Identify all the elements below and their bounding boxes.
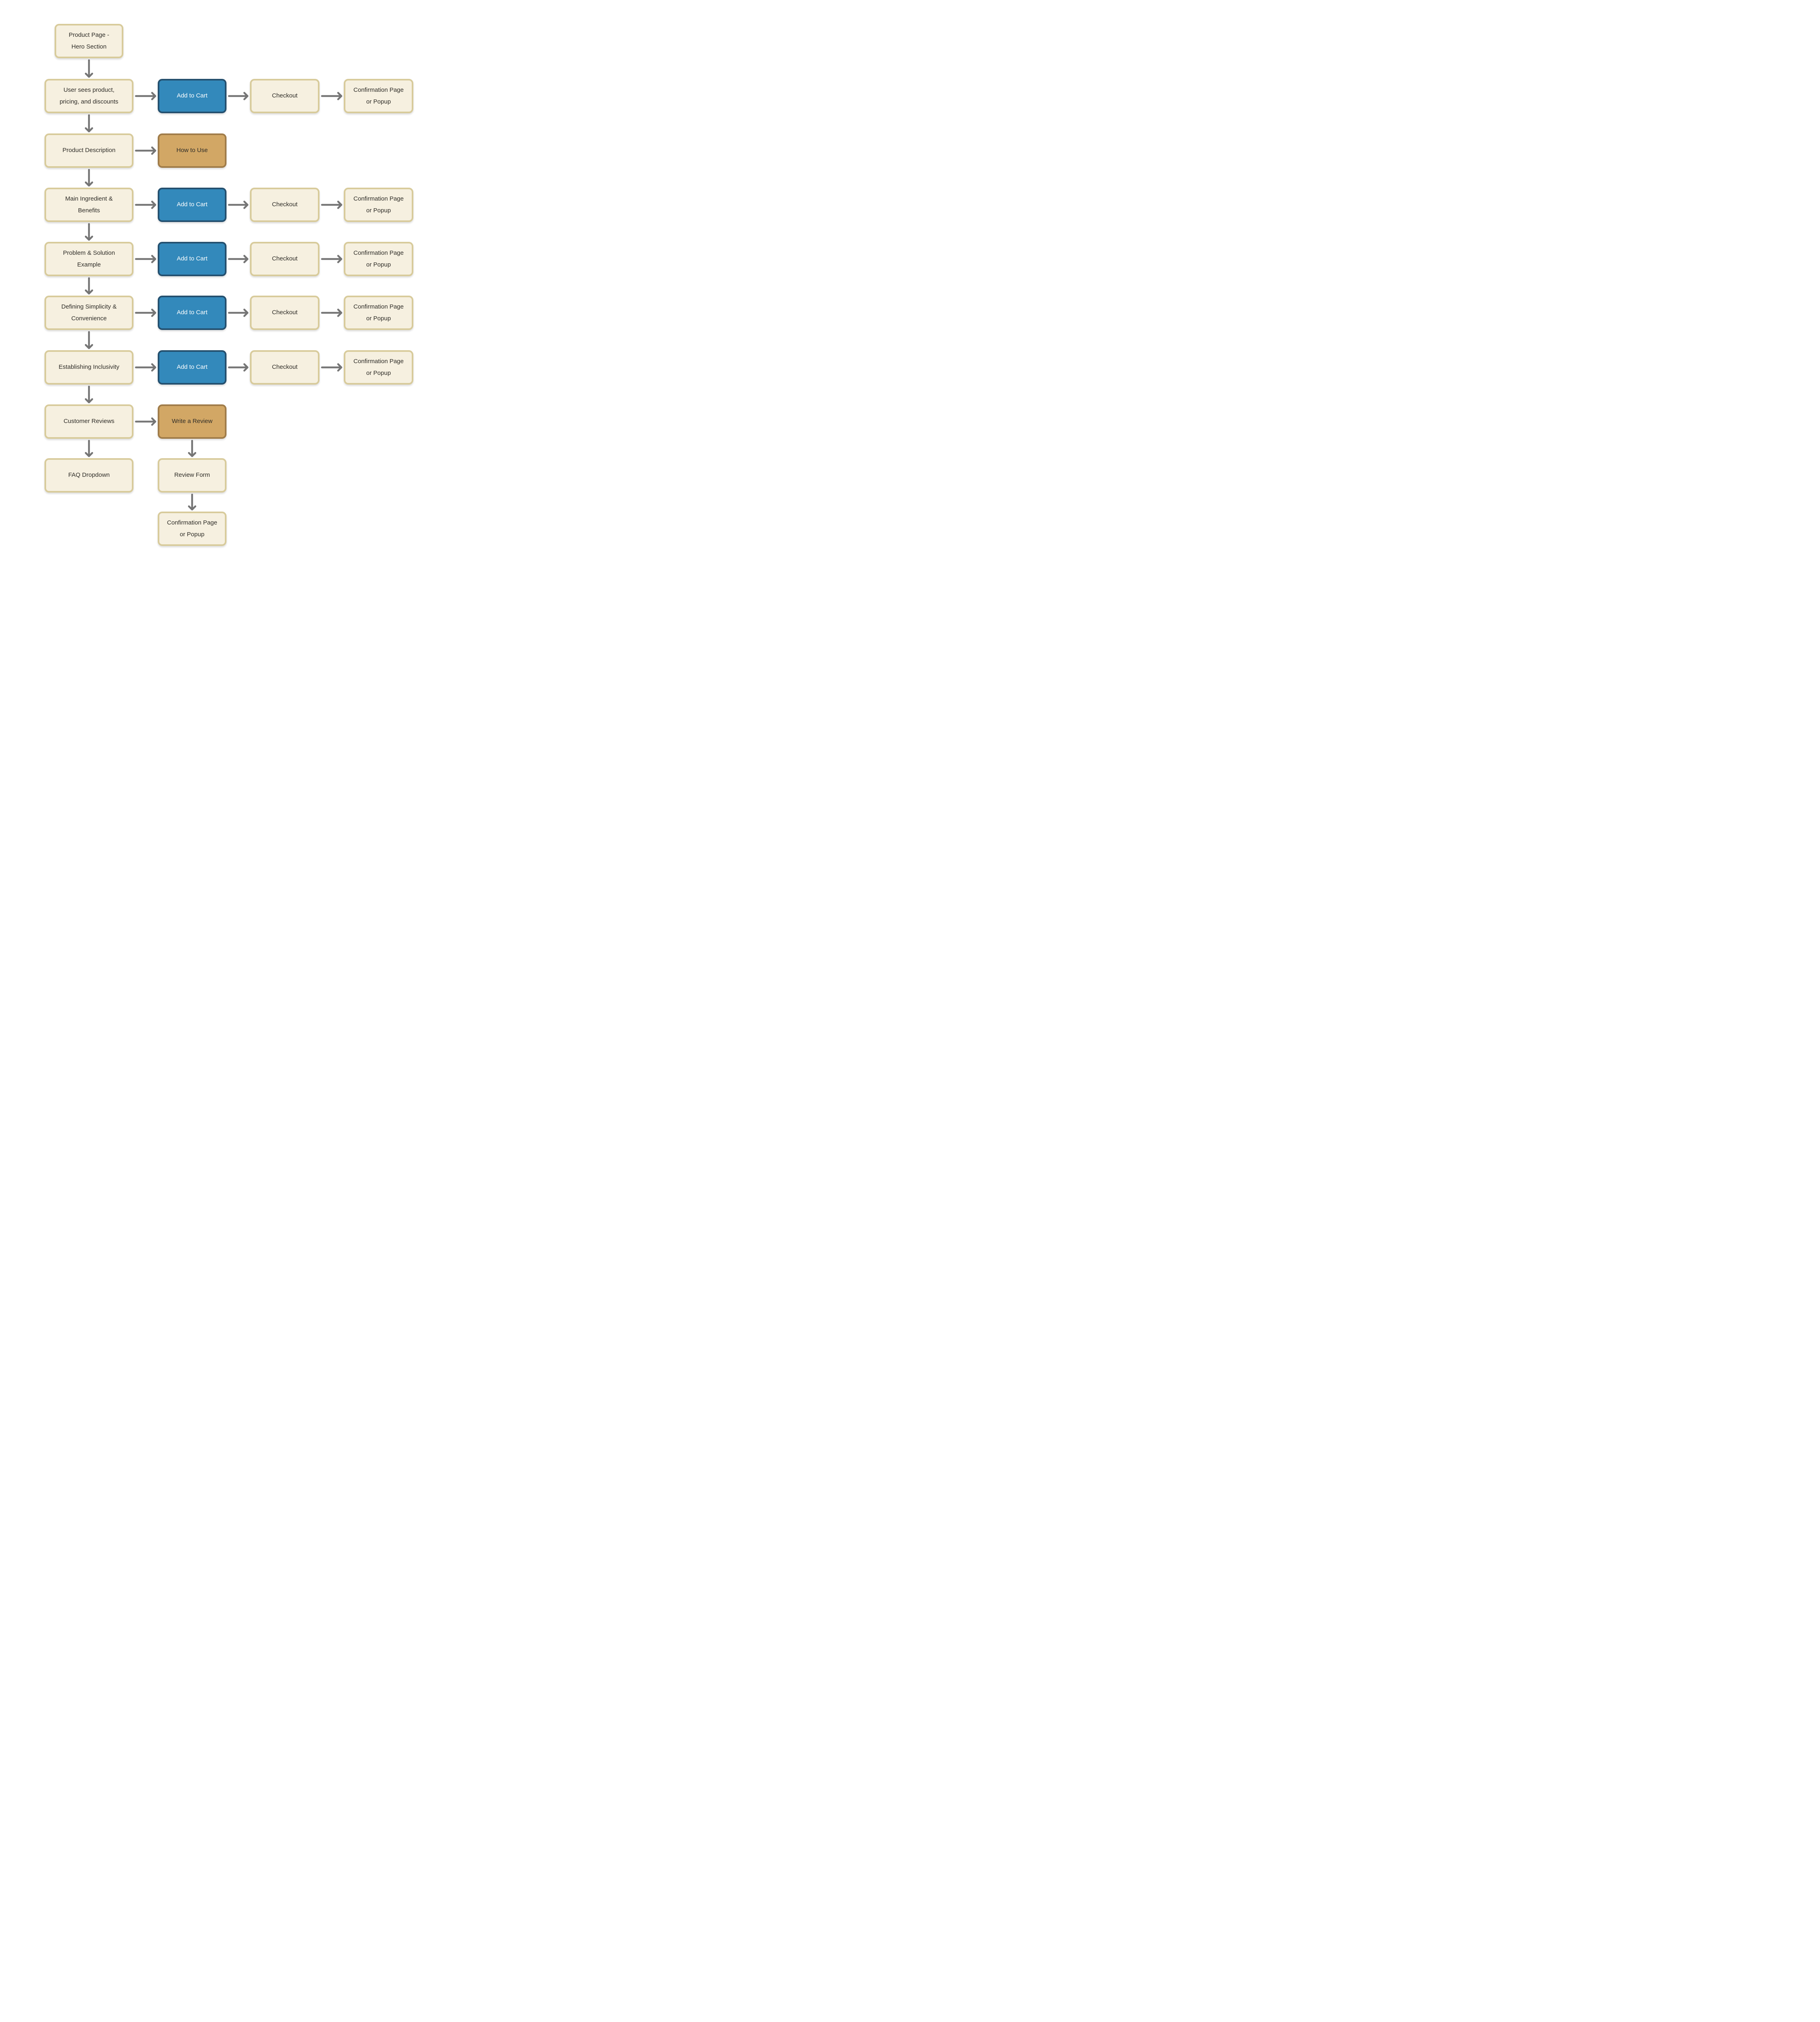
flow-node-confirmation-1: Confirmation Page or Popup — [344, 79, 413, 113]
flow-node-label: Establishing Inclusivity — [58, 364, 120, 371]
arrow-hero-to-user-sees — [85, 59, 93, 78]
arrow-write-review-to-review-form — [188, 440, 197, 457]
arrow-inclusivity-to-customer-reviews — [85, 385, 93, 404]
arrow-user-sees-to-add-to-cart-1 — [135, 92, 157, 100]
flow-node-checkout-1: Checkout — [250, 79, 320, 113]
flow-node-checkout-2: Checkout — [250, 188, 320, 222]
flow-node-label: Checkout — [272, 364, 298, 371]
flow-node-checkout-4: Checkout — [250, 296, 320, 330]
arrow-main-ingredient-to-add-to-cart-2 — [135, 201, 157, 209]
flow-node-label: Write a Review — [171, 418, 213, 425]
arrow-add-to-cart-5-to-checkout-5 — [228, 363, 249, 372]
flow-node-label: Confirmation Page or Popup — [167, 519, 218, 538]
flow-node-label: Problem & Solution Example — [63, 250, 115, 268]
arrow-product-description-to-how-to-use — [135, 146, 157, 155]
flow-node-label: Confirmation Page or Popup — [353, 358, 404, 376]
flow-node-customer-reviews: Customer Reviews — [44, 404, 133, 439]
arrow-problem-solution-to-add-to-cart-3 — [135, 255, 157, 263]
flow-node-checkout-3: Checkout — [250, 242, 320, 276]
flow-node-label: Checkout — [272, 255, 298, 262]
arrow-add-to-cart-2-to-checkout-2 — [228, 201, 249, 209]
flow-node-problem-solution: Problem & Solution Example — [44, 242, 133, 276]
flow-node-label: User sees product, pricing, and discount… — [59, 87, 119, 105]
arrow-add-to-cart-1-to-checkout-1 — [228, 92, 249, 100]
flow-node-inclusivity: Establishing Inclusivity — [44, 350, 133, 385]
arrow-add-to-cart-4-to-checkout-4 — [228, 309, 249, 317]
arrow-simplicity-to-add-to-cart-4 — [135, 309, 157, 317]
flow-node-confirmation-5: Confirmation Page or Popup — [344, 350, 413, 385]
flow-node-how-to-use: How to Use — [158, 133, 226, 168]
arrow-customer-reviews-to-write-review — [135, 417, 157, 426]
flow-node-label: Checkout — [272, 309, 298, 316]
arrows-layer — [85, 59, 343, 511]
flow-node-simplicity: Defining Simplicity & Convenience — [44, 296, 133, 330]
arrow-problem-solution-to-simplicity — [85, 277, 93, 295]
flow-node-label: FAQ Dropdown — [68, 472, 110, 479]
flow-node-label: Add to Cart — [177, 309, 207, 316]
arrow-simplicity-to-inclusivity — [85, 331, 93, 349]
arrow-customer-reviews-to-faq-dropdown — [85, 440, 93, 457]
flow-node-hero: Product Page - Hero Section — [55, 24, 123, 58]
flow-node-label: Add to Cart — [177, 92, 207, 99]
flow-node-confirmation-4: Confirmation Page or Popup — [344, 296, 413, 330]
flow-node-label: Add to Cart — [177, 364, 207, 371]
flow-node-label: Confirmation Page or Popup — [353, 87, 404, 105]
flow-node-confirmation-3: Confirmation Page or Popup — [344, 242, 413, 276]
flow-node-add-to-cart-3: Add to Cart — [158, 242, 226, 276]
flow-node-user-sees: User sees product, pricing, and discount… — [44, 79, 133, 113]
arrow-checkout-2-to-confirmation-2 — [321, 201, 343, 209]
flow-node-label: Product Description — [62, 147, 116, 154]
flow-node-label: Defining Simplicity & Convenience — [61, 303, 117, 322]
flow-node-label: Product Page - Hero Section — [68, 32, 110, 50]
flow-node-add-to-cart-2: Add to Cart — [158, 188, 226, 222]
flow-node-add-to-cart-5: Add to Cart — [158, 350, 226, 385]
flow-node-write-review: Write a Review — [158, 404, 226, 439]
flow-node-main-ingredient: Main Ingredient & Benefits — [44, 188, 133, 222]
flow-node-checkout-5: Checkout — [250, 350, 320, 385]
flow-node-label: Add to Cart — [177, 255, 207, 262]
flow-node-confirmation-2: Confirmation Page or Popup — [344, 188, 413, 222]
flow-node-label: Customer Reviews — [63, 418, 114, 425]
flow-node-label: Confirmation Page or Popup — [353, 195, 404, 214]
arrow-checkout-4-to-confirmation-4 — [321, 309, 343, 317]
flow-node-label: Main Ingredient & Benefits — [65, 195, 113, 214]
flow-node-confirmation-6: Confirmation Page or Popup — [158, 512, 226, 546]
flow-node-label: Checkout — [272, 201, 298, 208]
arrow-product-description-to-main-ingredient — [85, 169, 93, 187]
arrow-review-form-to-confirmation-6 — [188, 493, 197, 511]
arrow-user-sees-to-product-description — [85, 114, 93, 133]
arrow-checkout-5-to-confirmation-5 — [321, 363, 343, 372]
flow-node-label: Confirmation Page or Popup — [353, 250, 404, 268]
arrow-add-to-cart-3-to-checkout-3 — [228, 255, 249, 263]
flow-node-label: How to Use — [176, 147, 208, 154]
arrow-main-ingredient-to-problem-solution — [85, 223, 93, 241]
flow-node-add-to-cart-4: Add to Cart — [158, 296, 226, 330]
flow-node-review-form: Review Form — [158, 458, 226, 493]
flow-node-add-to-cart-1: Add to Cart — [158, 79, 226, 113]
flow-node-label: Confirmation Page or Popup — [353, 303, 404, 322]
flow-node-label: Review Form — [174, 472, 210, 479]
flow-node-label: Checkout — [272, 92, 298, 99]
arrow-checkout-3-to-confirmation-3 — [321, 255, 343, 263]
arrow-inclusivity-to-add-to-cart-5 — [135, 363, 157, 372]
arrow-checkout-1-to-confirmation-1 — [321, 92, 343, 100]
flow-node-faq-dropdown: FAQ Dropdown — [44, 458, 133, 493]
flow-node-product-description: Product Description — [44, 133, 133, 168]
flow-node-label: Add to Cart — [177, 201, 207, 208]
